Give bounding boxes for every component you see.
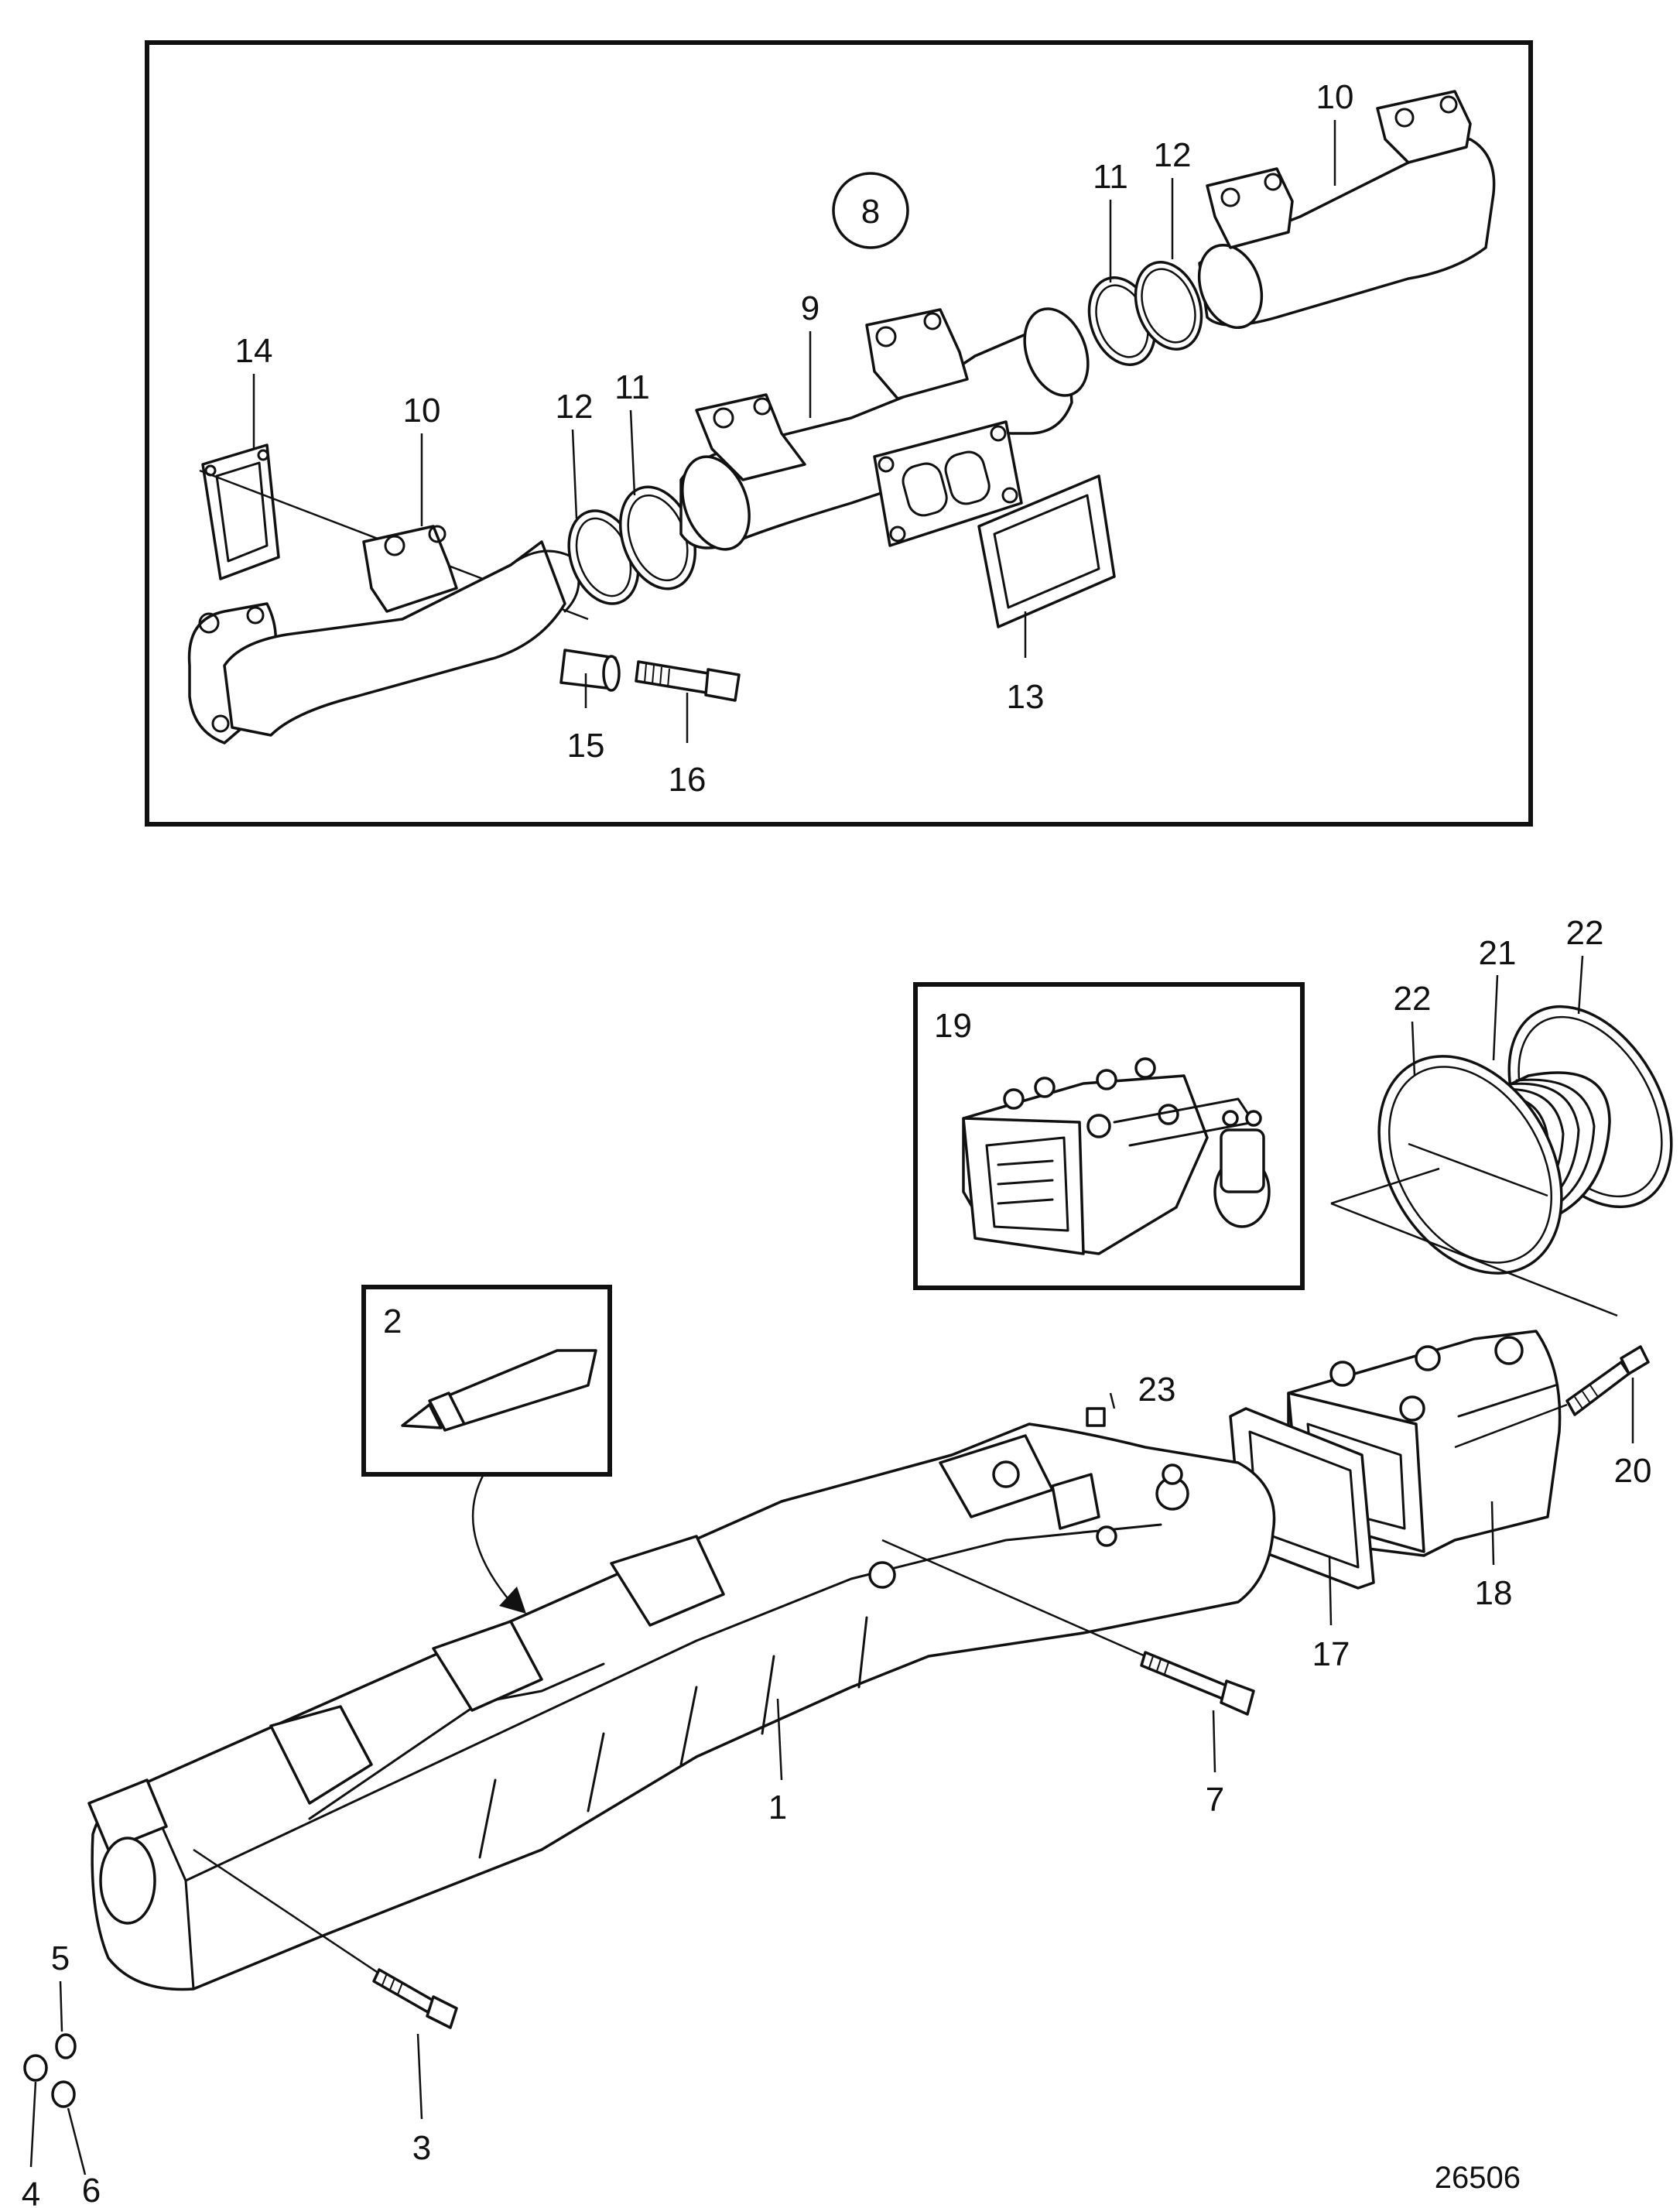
inset-box-sealant-part-2: 2 <box>361 1285 612 1477</box>
sealant-tube <box>401 1349 597 1432</box>
manifold-pipe-part-10-right <box>1197 90 1496 330</box>
manifold-pipe-part-10-left <box>187 525 580 745</box>
nut-part-23 <box>1086 1407 1106 1427</box>
spacer-sleeve-part-15 <box>559 649 621 692</box>
inset-box-part-19: 19 <box>913 982 1305 1290</box>
detail-panel-frame <box>145 40 1533 827</box>
leader-lines-21-22 <box>1330 955 1618 1317</box>
sealing-ring-part-12-right <box>1134 261 1203 351</box>
label-15: 15 <box>567 727 605 765</box>
label-3: 3 <box>412 2129 431 2167</box>
label-6: 6 <box>82 2172 101 2208</box>
label-2: 2 <box>383 1303 402 1340</box>
washer-part-5 <box>55 1980 77 2059</box>
bolt-part-20 <box>1454 1345 1650 1449</box>
bolt-part-3 <box>193 1848 458 2029</box>
label-11-right: 11 <box>1093 158 1128 196</box>
label-4: 4 <box>22 2175 40 2208</box>
label-7: 7 <box>1206 1781 1224 1819</box>
label-9: 9 <box>801 289 819 327</box>
label-12-right: 12 <box>1154 136 1192 174</box>
label-19: 19 <box>934 1007 972 1045</box>
sealing-ring-part-11-left <box>618 485 697 591</box>
label-21: 21 <box>1479 934 1517 972</box>
label-22-left: 22 <box>1394 980 1432 1018</box>
valve-housing-part-19 <box>962 1057 1271 1255</box>
label-23: 23 <box>1138 1371 1176 1409</box>
sealing-ring-part-12-left <box>567 509 640 605</box>
label-10-right: 10 <box>1316 78 1354 116</box>
sealing-ring-part-22-inner <box>1377 1055 1563 1275</box>
label-16: 16 <box>669 761 707 799</box>
label-13: 13 <box>1007 678 1045 716</box>
gasket-part-14 <box>201 443 280 580</box>
callout-circle-label: 8 <box>861 193 880 231</box>
label-11-left: 11 <box>614 368 650 406</box>
figure-number: 26506 <box>1435 2161 1521 2195</box>
bolt-part-16 <box>635 660 741 702</box>
label-22-right: 22 <box>1566 914 1604 952</box>
callout-circle-8: 8 <box>832 172 909 249</box>
label-12-left: 12 <box>556 388 594 426</box>
plug-part-6 <box>51 2080 87 2175</box>
exhaust-manifold-part-1 <box>87 1422 1276 1991</box>
label-20: 20 <box>1614 1452 1652 1490</box>
arrow-curve <box>471 1474 512 1603</box>
plug-part-4 <box>23 2054 48 2168</box>
label-1: 1 <box>768 1789 787 1826</box>
arrow-head <box>499 1587 526 1614</box>
label-10-left: 10 <box>403 392 441 430</box>
leader-lines-top <box>252 120 1336 743</box>
label-17: 17 <box>1312 1635 1350 1673</box>
gasket-part-13 <box>977 474 1116 628</box>
label-5: 5 <box>51 1939 70 1977</box>
bolt-part-7 <box>881 1539 1255 1716</box>
label-14: 14 <box>235 332 273 370</box>
leader-lines-lower <box>416 1378 1634 2120</box>
label-18: 18 <box>1475 1574 1513 1612</box>
manifold-center-part-9 <box>679 307 1090 551</box>
